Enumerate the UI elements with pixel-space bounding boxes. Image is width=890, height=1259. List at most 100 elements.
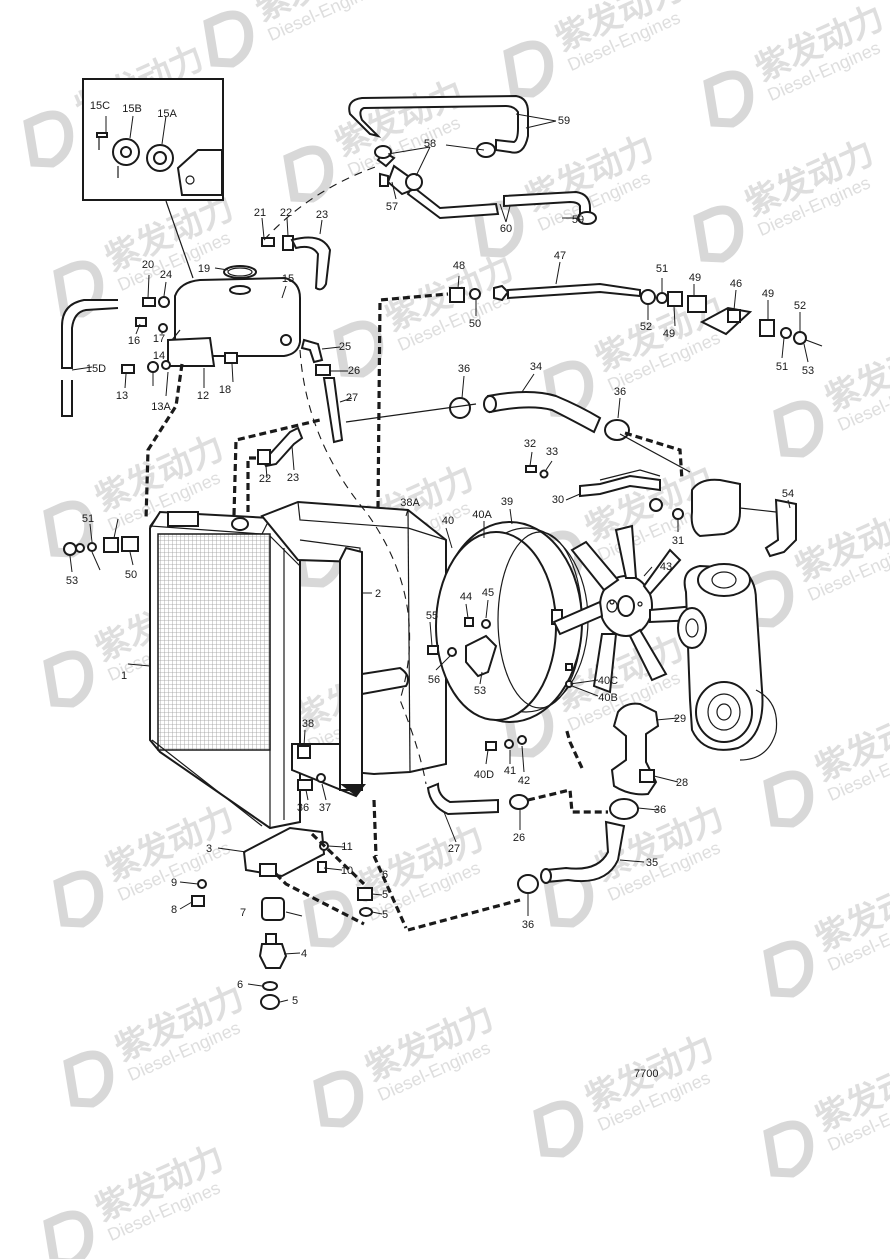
watermark-logo-icon xyxy=(53,870,104,928)
callout-24: 24 xyxy=(160,269,172,281)
callout-27: 27 xyxy=(448,843,460,855)
callout-18: 18 xyxy=(219,384,231,396)
callout-40b: 40B xyxy=(598,692,618,704)
callout-47: 47 xyxy=(554,250,566,262)
watermark-logo-icon xyxy=(763,940,814,998)
tank-fittings xyxy=(61,235,344,468)
callout-36: 36 xyxy=(458,363,470,375)
callout-9: 9 xyxy=(171,877,177,889)
callout-27: 27 xyxy=(346,392,358,404)
callout-50: 50 xyxy=(125,569,137,581)
callout-60: 60 xyxy=(500,223,512,235)
callout-10: 10 xyxy=(341,865,353,877)
leader-lines xyxy=(69,113,809,1003)
watermark-logo-icon xyxy=(203,10,254,68)
watermark-logo-icon xyxy=(763,770,814,828)
callout-38: 38 xyxy=(302,718,314,730)
callout-6: 6 xyxy=(237,979,243,991)
callout-13: 13 xyxy=(116,390,128,402)
callout-26: 26 xyxy=(513,832,525,844)
detail-inset xyxy=(82,78,224,279)
callout-40d: 40D xyxy=(474,769,494,781)
callout-8: 8 xyxy=(171,904,177,916)
callout-33: 33 xyxy=(546,446,558,458)
connection-lines xyxy=(144,165,691,932)
watermark-logo-icon xyxy=(533,1100,584,1158)
watermark-logo-icon xyxy=(693,205,744,263)
callout-25: 25 xyxy=(339,341,351,353)
callout-15d: 15D xyxy=(86,363,106,375)
watermark-logo-icon xyxy=(763,1120,814,1178)
callout-31: 31 xyxy=(672,535,684,547)
callout-49: 49 xyxy=(663,328,675,340)
lower-hoses xyxy=(426,735,626,894)
callout-5: 5 xyxy=(292,995,298,1007)
callout-53: 53 xyxy=(66,575,78,587)
callout-15b: 15B xyxy=(122,103,142,115)
watermark-logo-icon xyxy=(703,70,754,128)
callout-17: 17 xyxy=(153,333,165,345)
callout-26: 26 xyxy=(348,365,360,377)
watermark-logo-icon xyxy=(743,570,794,628)
bypass-hoses xyxy=(348,94,597,225)
callout-4: 4 xyxy=(301,948,307,960)
callout-35: 35 xyxy=(646,857,658,869)
callout-43: 43 xyxy=(660,561,672,573)
callout-15c: 15C xyxy=(90,100,110,112)
fan xyxy=(552,524,700,694)
callout-59: 59 xyxy=(572,214,584,226)
callout-53: 53 xyxy=(474,685,486,697)
watermark-logo-icon xyxy=(43,1210,94,1259)
watermark-logo-icon xyxy=(773,400,824,458)
callout-23: 23 xyxy=(287,472,299,484)
callout-23: 23 xyxy=(316,209,328,221)
callout-40c: 40C xyxy=(598,675,618,687)
callout-5: 5 xyxy=(382,889,388,901)
callout-57: 57 xyxy=(386,201,398,213)
callout-54: 54 xyxy=(782,488,794,500)
callout-49: 49 xyxy=(689,272,701,284)
watermark-logo-icon xyxy=(503,40,554,98)
callout-28: 28 xyxy=(676,777,688,789)
callout-52: 52 xyxy=(640,321,652,333)
callout-51: 51 xyxy=(656,263,668,275)
callout-44: 44 xyxy=(460,591,472,603)
callout-29: 29 xyxy=(674,713,686,725)
callout-13a: 13A xyxy=(151,401,171,413)
callout-7: 7 xyxy=(240,907,246,919)
callout-6: 6 xyxy=(382,869,388,881)
drawing-number: 7700 xyxy=(634,1068,658,1080)
callout-36: 36 xyxy=(297,802,309,814)
callout-38a: 38A xyxy=(400,497,420,509)
callout-15a: 15A xyxy=(157,108,177,120)
radiator-mounting xyxy=(63,536,373,1010)
callout-40: 40 xyxy=(442,515,454,527)
callout-49: 49 xyxy=(762,288,774,300)
watermark-logo-icon xyxy=(43,650,94,708)
callout-5: 5 xyxy=(382,909,388,921)
callout-42: 42 xyxy=(518,775,530,787)
callout-58: 58 xyxy=(424,138,436,150)
callout-52: 52 xyxy=(794,300,806,312)
expansion-tank xyxy=(167,265,301,367)
callout-12: 12 xyxy=(197,390,209,402)
pump-elbow xyxy=(609,702,660,820)
belt-pulleys xyxy=(677,563,778,761)
watermark-logo-icon xyxy=(63,1050,114,1108)
right-pipe-assembly xyxy=(449,282,823,347)
callout-22: 22 xyxy=(280,207,292,219)
